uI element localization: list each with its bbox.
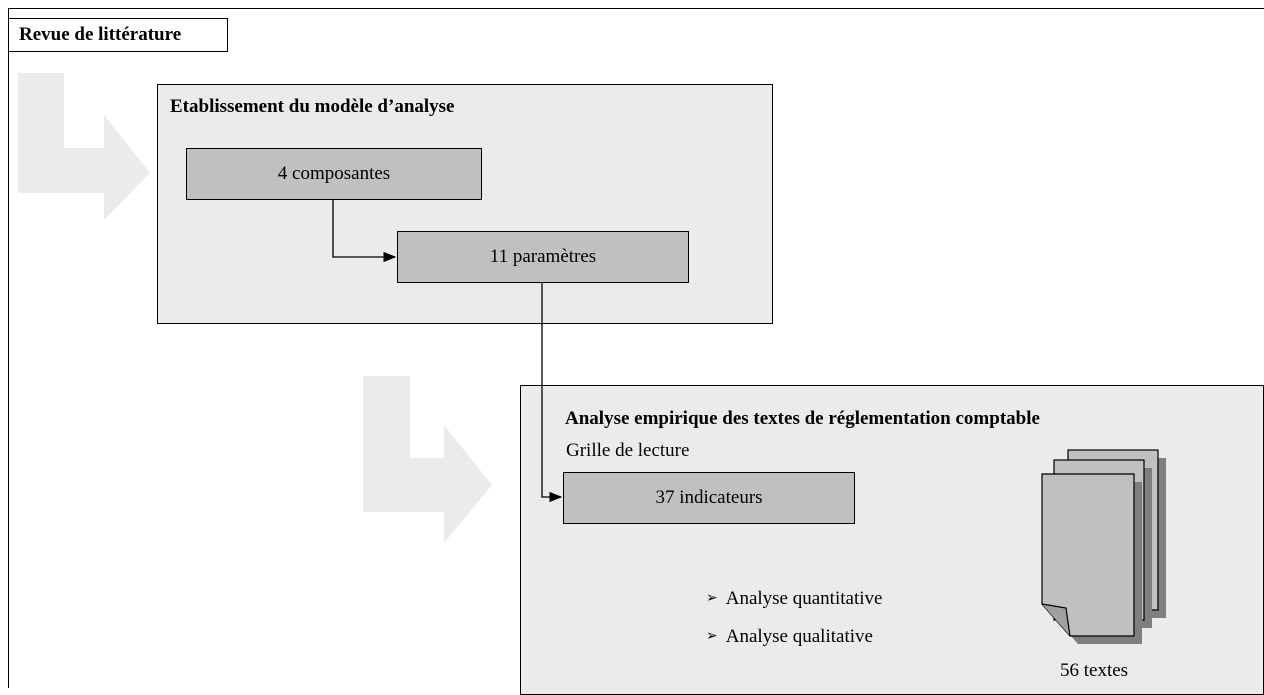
bullet-arrow-icon: ➢ (706, 591, 718, 606)
bullet-qualitative: ➢ Analyse qualitative (706, 626, 873, 648)
analysis-model-title: Etablissement du modèle d’analyse (170, 96, 455, 117)
diagram-frame (8, 8, 1264, 688)
components-box: 4 composantes (186, 148, 482, 200)
bullet-quantitative-text: Analyse quantitative (725, 588, 883, 609)
literature-review-title: Revue de littérature (8, 18, 228, 52)
analysis-model-panel (157, 84, 773, 324)
bullet-qualitative-text: Analyse qualitative (725, 626, 873, 647)
parameters-box: 11 paramètres (397, 231, 689, 283)
document-stack-icon (1041, 449, 1166, 644)
bullet-quantitative: ➢ Analyse quantitative (706, 588, 882, 610)
connector-components-to-parameters (332, 200, 397, 263)
empirical-analysis-title: Analyse empirique des textes de réglemen… (565, 408, 1040, 429)
reading-grid-label: Grille de lecture (566, 440, 690, 461)
bent-arrow-icon (18, 73, 150, 220)
bent-arrow-icon (363, 376, 492, 543)
documents-count-label: 56 textes (1060, 660, 1129, 681)
bullet-arrow-icon: ➢ (706, 629, 718, 644)
connector-parameters-to-indicators (541, 283, 563, 503)
indicators-box: 37 indicateurs (563, 472, 855, 524)
